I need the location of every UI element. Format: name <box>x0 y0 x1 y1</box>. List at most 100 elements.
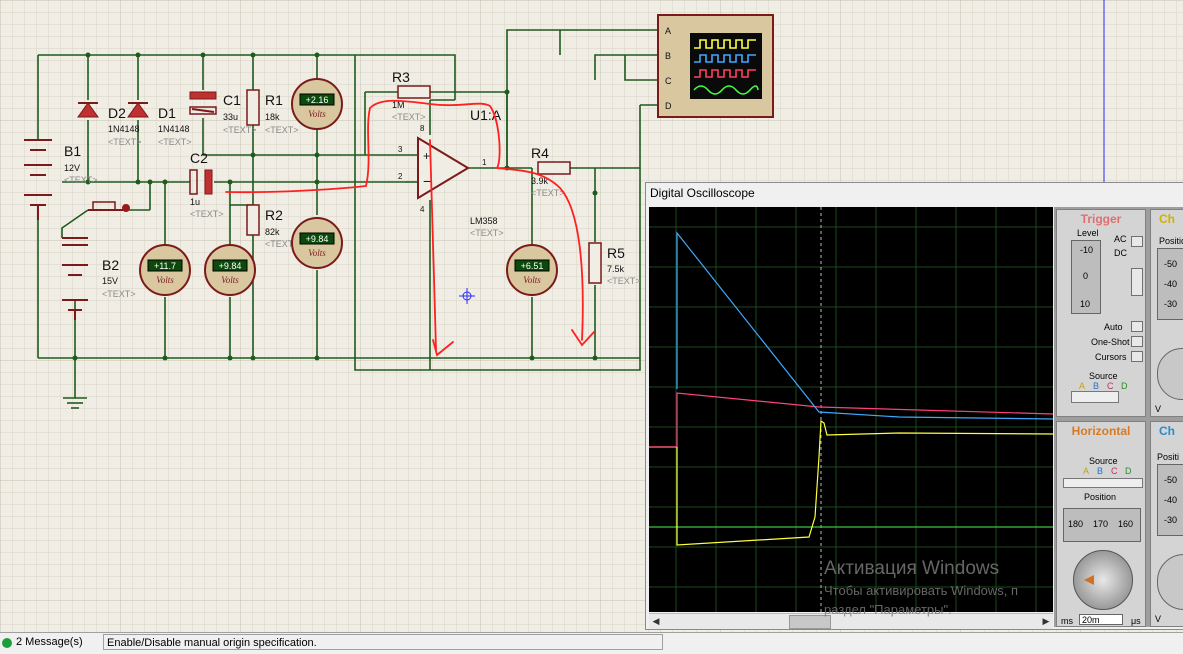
trigger-source-slider[interactable] <box>1071 391 1119 403</box>
r1-ref: R1 <box>265 92 283 108</box>
dc-label: DC <box>1114 248 1127 258</box>
u1-placeholder: <TEXT> <box>470 228 504 238</box>
voltmeter[interactable]: +2.16 Volts <box>291 78 343 130</box>
message-count[interactable]: 2 Message(s) <box>16 636 83 648</box>
r1-value: 18k <box>265 112 280 122</box>
level-slider[interactable]: -10 0 10 <box>1071 240 1101 314</box>
edge-toggle[interactable] <box>1131 268 1143 296</box>
battery-b2[interactable] <box>62 237 88 320</box>
resistor-r2[interactable] <box>246 204 260 236</box>
b1-ref: B1 <box>64 143 81 159</box>
activation-watermark-title: Активация Windows <box>824 558 1000 579</box>
scope-pin-b: B <box>665 51 671 61</box>
c1-placeholder: <TEXT> <box>223 125 257 135</box>
pin-2-label: 2 <box>398 172 403 181</box>
resistor-r5[interactable] <box>588 242 602 284</box>
b1-placeholder: <TEXT> <box>64 175 98 185</box>
c2-value: 1u <box>190 197 200 207</box>
pin-8-label: 8 <box>420 124 425 133</box>
horizontal-source-slider[interactable] <box>1063 478 1143 488</box>
svg-text:+9.84: +9.84 <box>306 234 329 244</box>
scope-pin-d: D <box>665 101 672 111</box>
svg-text:+: + <box>423 149 430 163</box>
channel-a-panel: Ch Position -50 -40 -30 V <box>1150 209 1183 417</box>
diode-d2[interactable] <box>77 102 99 118</box>
oscilloscope-window[interactable]: Digital Oscilloscope ◀ ▶ Trigger Level <box>645 182 1183 630</box>
ground-symbol <box>63 397 87 409</box>
auto-label: Auto <box>1104 322 1123 332</box>
pin-1-label: 1 <box>482 158 487 167</box>
source-label: Source <box>1089 371 1118 381</box>
scroll-right-icon[interactable]: ▶ <box>1042 616 1050 626</box>
status-bar: 2 Message(s) Enable/Disable manual origi… <box>0 632 1183 654</box>
pin-4-label: 4 <box>420 205 425 214</box>
resistor-r1[interactable] <box>246 89 260 126</box>
r3-ref: R3 <box>392 69 410 85</box>
r2-ref: R2 <box>265 207 283 223</box>
channel-a-position-slider[interactable]: -50 -40 -30 <box>1157 248 1183 320</box>
d2-value: 1N4148 <box>108 124 140 134</box>
voltmeter[interactable]: +9.84 Volts <box>291 217 343 269</box>
resistor-r3[interactable] <box>397 85 431 99</box>
d2-placeholder: <TEXT> <box>108 137 142 147</box>
b1-value: 12V <box>64 163 80 173</box>
r5-placeholder: <TEXT> <box>607 276 641 286</box>
timebase-dial[interactable] <box>1073 550 1133 610</box>
horizontal-scrollbar[interactable]: ◀ ▶ <box>649 613 1053 629</box>
horizontal-heading: Horizontal <box>1071 424 1131 438</box>
svg-text:Volts: Volts <box>308 109 326 119</box>
r4-value: 3.9k <box>531 176 549 186</box>
trigger-heading: Trigger <box>1080 212 1122 226</box>
b2-placeholder: <TEXT> <box>102 289 136 299</box>
r4-placeholder: <TEXT> <box>531 188 565 198</box>
cursors-checkbox[interactable] <box>1131 351 1143 362</box>
scroll-left-icon[interactable]: ◀ <box>652 616 660 626</box>
u1-value: LM358 <box>470 216 498 226</box>
channel-a-volts-dial[interactable] <box>1157 348 1183 400</box>
one-shot-checkbox[interactable] <box>1131 336 1143 347</box>
horizontal-panel: Horizontal Source A B C D Position 180 1… <box>1056 421 1146 627</box>
svg-text:Volts: Volts <box>156 275 174 285</box>
battery-b1[interactable] <box>24 139 52 220</box>
channel-b-heading: Ch <box>1159 424 1175 438</box>
svg-text:+9.84: +9.84 <box>219 261 242 271</box>
auto-checkbox[interactable] <box>1131 321 1143 332</box>
b2-value: 15V <box>102 276 118 286</box>
b2-ref: B2 <box>102 257 119 273</box>
channel-b-position-slider[interactable]: -50 -40 -30 <box>1157 464 1183 536</box>
manual-switch[interactable] <box>88 201 130 212</box>
trace-a <box>676 419 1053 546</box>
voltmeter[interactable]: +9.84 Volts <box>204 244 256 296</box>
window-title: Digital Oscilloscope <box>650 186 755 200</box>
scope-pin-a: A <box>665 26 671 36</box>
capacitor-c2[interactable] <box>189 169 213 195</box>
channel-b-volts-dial[interactable] <box>1157 554 1183 610</box>
r5-value: 7.5k <box>607 264 625 274</box>
dial-pointer-icon <box>1084 575 1094 585</box>
c2-placeholder: <TEXT> <box>190 209 224 219</box>
message-status-icon <box>2 638 12 648</box>
r3-placeholder: <TEXT> <box>392 112 426 122</box>
r4-ref: R4 <box>531 145 549 161</box>
horizontal-position-slider[interactable]: 180 170 160 <box>1063 508 1141 542</box>
diode-d1[interactable] <box>127 102 149 118</box>
channel-a-heading: Ch <box>1159 212 1175 226</box>
r3-value: 1M <box>392 100 405 110</box>
timebase-value[interactable]: 20m <box>1079 614 1123 625</box>
scroll-thumb[interactable] <box>789 615 831 629</box>
svg-text:+6.51: +6.51 <box>521 261 544 271</box>
pin-3-label: 3 <box>398 145 403 154</box>
voltmeter[interactable]: +6.51 Volts <box>506 244 558 296</box>
c1-value: 33u <box>223 112 238 122</box>
oscilloscope-symbol[interactable] <box>657 14 774 118</box>
r5-ref: R5 <box>607 245 625 261</box>
capacitor-c1[interactable] <box>189 91 217 115</box>
svg-text:Volts: Volts <box>221 275 239 285</box>
origin-marker-icon <box>459 288 475 304</box>
ac-dc-toggle[interactable] <box>1131 236 1143 247</box>
d1-value: 1N4148 <box>158 124 190 134</box>
voltmeter[interactable]: +11.7 Volts <box>139 244 191 296</box>
d2-ref: D2 <box>108 105 126 121</box>
resistor-r4[interactable] <box>537 161 571 175</box>
scope-display[interactable] <box>649 207 1053 612</box>
